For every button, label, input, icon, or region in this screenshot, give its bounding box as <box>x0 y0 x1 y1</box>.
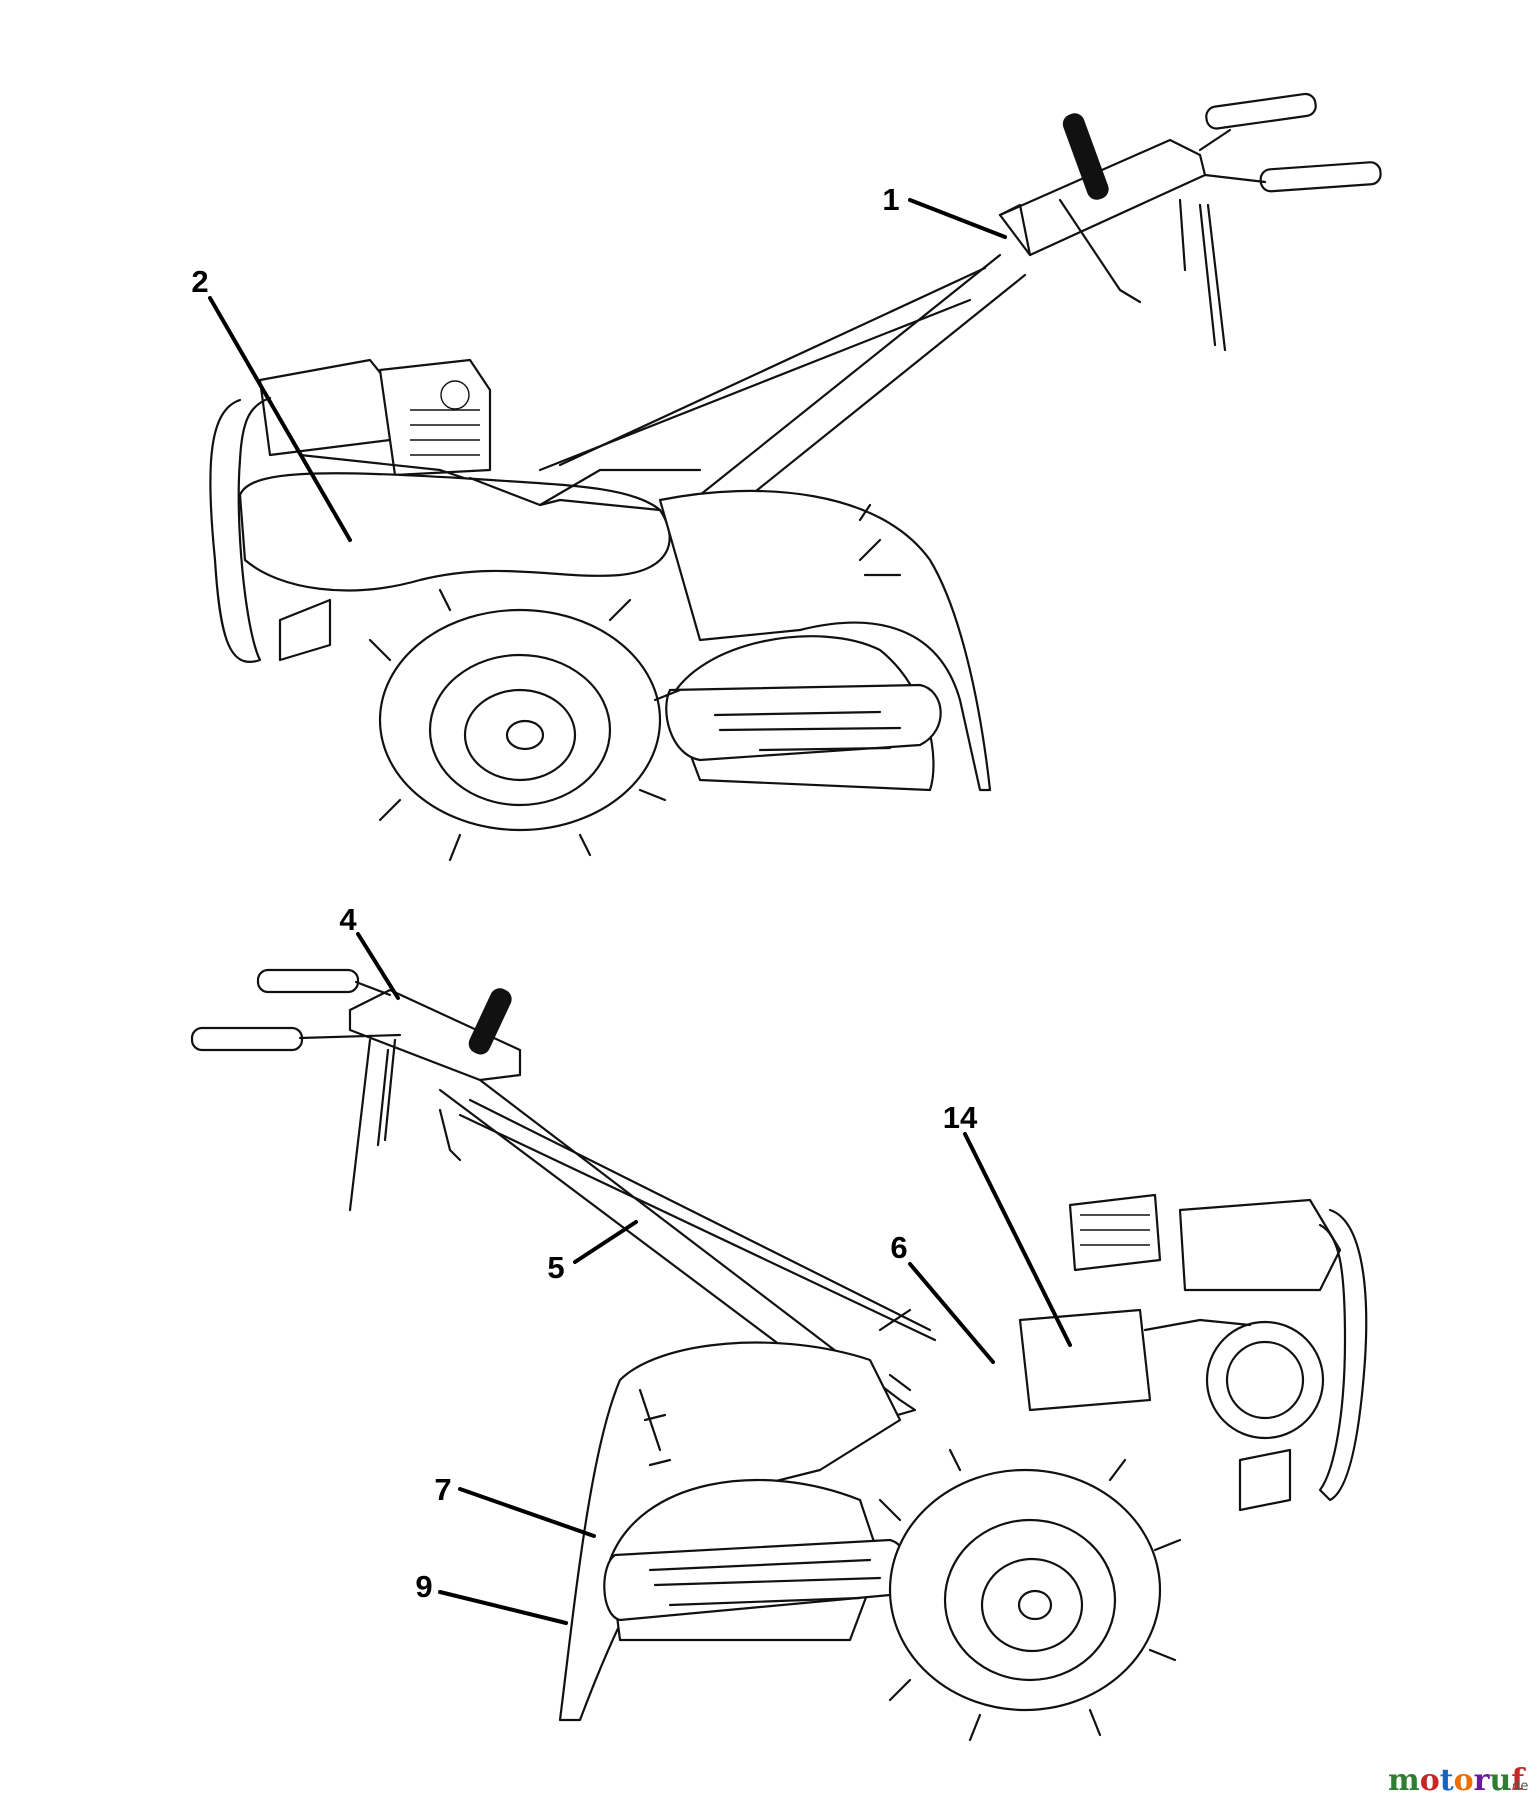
callout-4-leader <box>356 932 400 1000</box>
engine-bottom <box>1018 1193 1342 1440</box>
watermark-letter: o <box>1420 1763 1440 1798</box>
tine-hood-top <box>658 489 992 792</box>
watermark-letter: o <box>1454 1763 1474 1798</box>
tiller-view-top <box>209 92 1382 862</box>
callout-14-leader <box>963 1132 1072 1347</box>
callout-5-leader <box>573 1220 638 1264</box>
watermark-letter: r <box>1474 1763 1491 1798</box>
callouts: 1 2 4 5 6 14 7 9 <box>191 182 1072 1625</box>
callout-7-leader <box>458 1487 596 1538</box>
callout-1: 1 <box>882 182 1007 239</box>
callout-2-leader <box>208 296 352 542</box>
callout-1-number: 1 <box>882 182 899 217</box>
callout-5-number: 5 <box>547 1250 564 1285</box>
callout-6-leader <box>908 1262 995 1364</box>
wheel-bottom <box>878 1448 1292 1742</box>
callout-9-leader <box>438 1590 568 1625</box>
watermark-letter: u <box>1489 1763 1511 1798</box>
motoruf-watermark: motoruf .de <box>1388 1763 1528 1798</box>
callout-14-number: 14 <box>943 1100 978 1135</box>
handlebar-top <box>998 92 1382 352</box>
watermark-letters: motoruf <box>1388 1763 1526 1798</box>
callout-1-leader <box>908 198 1007 239</box>
fender-top <box>238 468 702 592</box>
callout-2-number: 2 <box>191 264 208 299</box>
callout-4-number: 4 <box>339 902 357 937</box>
callout-9-number: 9 <box>415 1569 432 1604</box>
wheel-top <box>278 588 682 862</box>
callout-14: 14 <box>943 1100 1072 1347</box>
callout-4: 4 <box>339 902 400 1000</box>
watermark-letter: f <box>1511 1763 1526 1798</box>
callout-7: 7 <box>434 1472 596 1538</box>
watermark-suffix: .de <box>1508 1779 1528 1794</box>
tine-hood-bottom <box>558 1308 912 1722</box>
callout-5: 5 <box>547 1220 638 1285</box>
callout-6-number: 6 <box>890 1230 907 1265</box>
tiller-view-bottom <box>190 968 1368 1742</box>
engine-top <box>258 358 492 482</box>
watermark-letter: t <box>1440 1763 1454 1798</box>
callout-7-number: 7 <box>434 1472 451 1507</box>
callout-9: 9 <box>415 1569 568 1625</box>
watermark-letter: m <box>1388 1763 1420 1798</box>
handlebar-bottom <box>190 968 522 1212</box>
callout-2: 2 <box>191 264 352 542</box>
callout-6: 6 <box>890 1230 995 1364</box>
